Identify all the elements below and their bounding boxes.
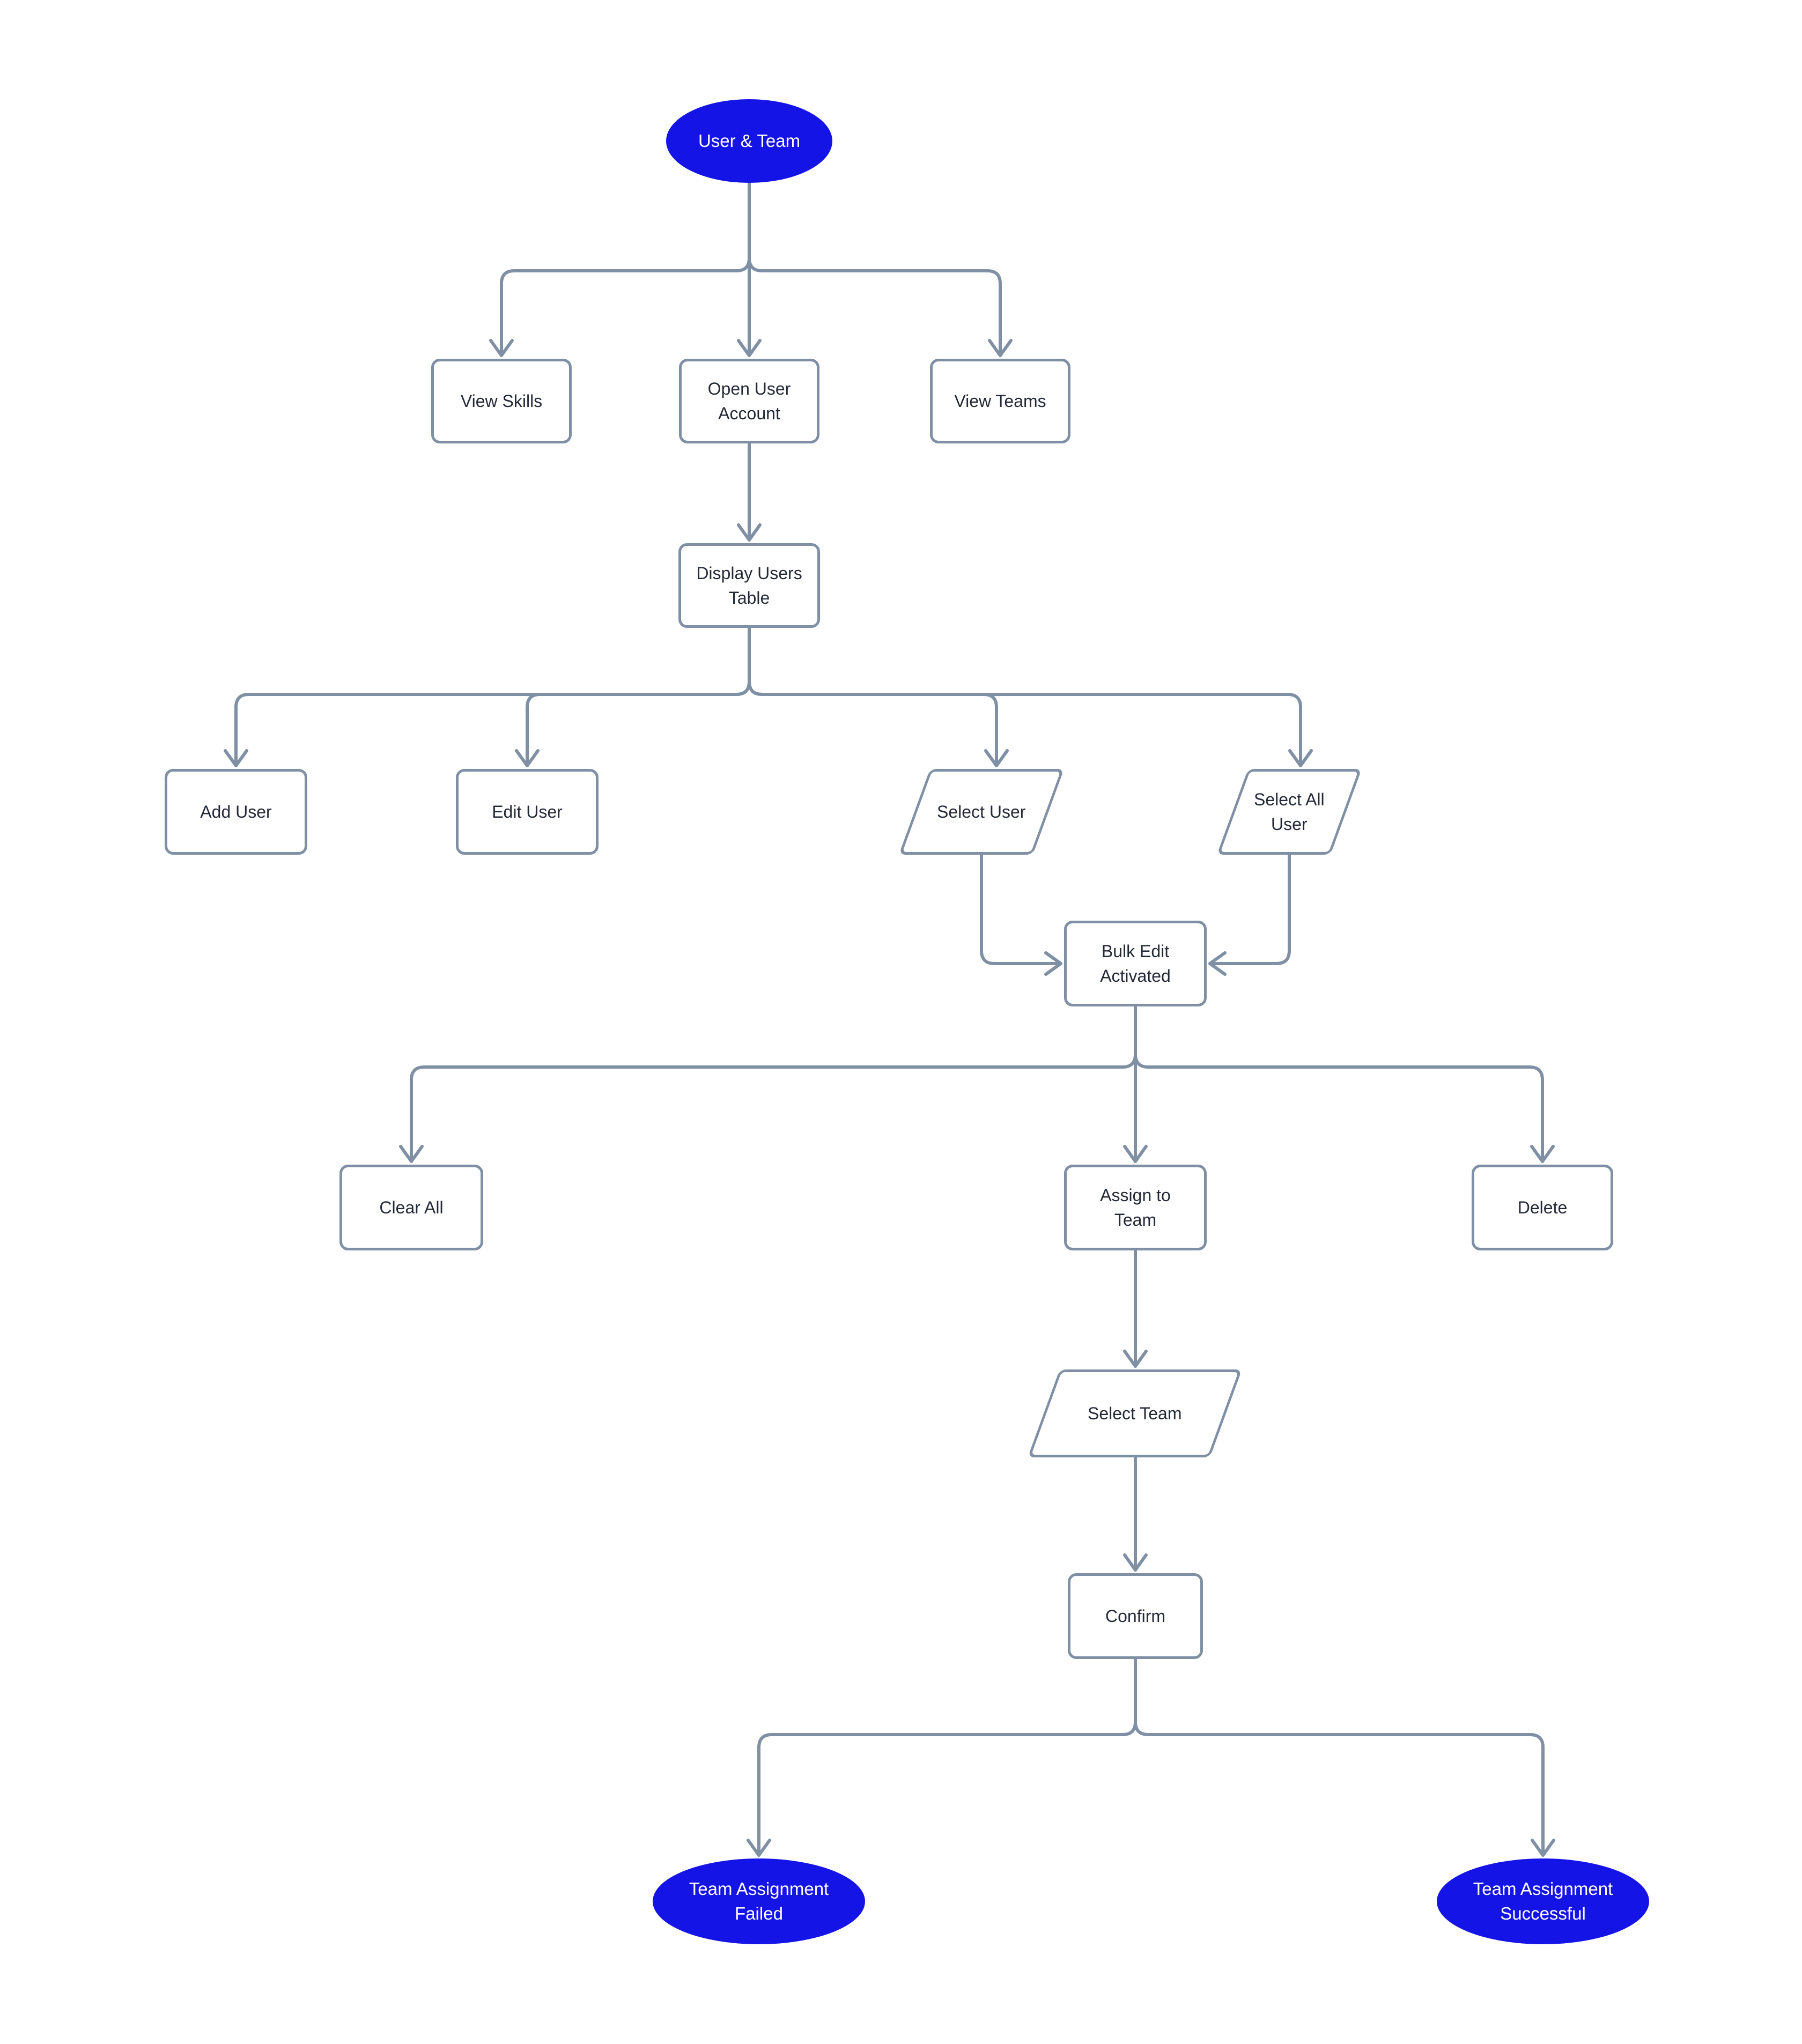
arrowhead-user-and-team-to-view-teams — [988, 339, 1013, 357]
node-label-open-user-account: Open User Account — [707, 379, 791, 423]
arrowhead-user-and-team-to-view-skills — [489, 339, 514, 357]
node-label-team-assignment-failed: Team Assignment Failed — [689, 1879, 829, 1923]
connector-select-user-to-bulk-edit-activated — [980, 853, 1062, 965]
connector-user-and-team-to-view-skills — [500, 181, 751, 357]
arrowhead-select-user-to-bulk-edit-activated — [1044, 951, 1062, 976]
arrowhead-confirm-to-team-assignment-successful — [1531, 1839, 1555, 1857]
node-label-user-and-team: User & Team — [698, 131, 801, 151]
arrowhead-bulk-edit-activated-to-clear-all — [399, 1145, 424, 1163]
node-edit-user[interactable]: Edit User — [456, 769, 599, 855]
arrowhead-display-users-table-to-edit-user — [515, 749, 540, 767]
arrowhead-assign-to-team-to-select-team — [1123, 1350, 1148, 1368]
arrowhead-display-users-table-to-add-user — [224, 749, 248, 767]
node-user-and-team[interactable]: User & Team — [666, 99, 832, 183]
node-clear-all[interactable]: Clear All — [339, 1165, 483, 1250]
node-label-display-users-table: Display Users Table — [696, 564, 802, 608]
node-bulk-edit-activated[interactable]: Bulk Edit Activated — [1064, 921, 1207, 1006]
node-label-team-assignment-successful: Team Assignment Successful — [1473, 1879, 1613, 1923]
node-label-view-teams: View Teams — [954, 391, 1046, 411]
node-open-user-account[interactable]: Open User Account — [679, 359, 819, 443]
connector-user-and-team-to-view-teams — [748, 181, 1002, 357]
node-label-add-user: Add User — [200, 802, 272, 821]
node-label-clear-all: Clear All — [379, 1198, 444, 1217]
connector-display-users-table-to-select-user — [748, 626, 998, 767]
node-confirm[interactable]: Confirm — [1068, 1573, 1203, 1659]
arrowhead-open-user-account-to-display-users-table — [737, 523, 762, 542]
arrowhead-user-and-team-to-open-user-account — [737, 339, 762, 357]
node-label-select-team: Select Team — [1088, 1404, 1182, 1423]
node-display-users-table[interactable]: Display Users Table — [678, 543, 820, 628]
node-team-assignment-successful[interactable]: Team Assignment Successful — [1437, 1858, 1649, 1944]
connector-bulk-edit-activated-to-delete — [1134, 1005, 1544, 1163]
connector-display-users-table-to-select-all-user — [748, 626, 1302, 767]
connector-bulk-edit-activated-to-clear-all — [410, 1005, 1137, 1163]
node-label-confirm: Confirm — [1105, 1606, 1165, 1626]
node-add-user[interactable]: Add User — [165, 769, 307, 855]
node-label-bulk-edit-activated: Bulk Edit Activated — [1100, 942, 1171, 986]
arrowhead-confirm-to-team-assignment-failed — [747, 1839, 771, 1857]
node-label-view-skills: View Skills — [460, 391, 543, 411]
arrowhead-display-users-table-to-select-all-user — [1288, 749, 1313, 767]
connector-select-all-user-to-bulk-edit-activated — [1208, 853, 1291, 965]
node-delete[interactable]: Delete — [1472, 1165, 1613, 1250]
arrowhead-bulk-edit-activated-to-delete — [1530, 1145, 1555, 1163]
node-view-skills[interactable]: View Skills — [431, 359, 572, 443]
connector-confirm-to-team-assignment-successful — [1134, 1657, 1545, 1857]
node-label-edit-user: Edit User — [492, 802, 563, 821]
arrowhead-bulk-edit-activated-to-assign-to-team — [1123, 1145, 1148, 1163]
node-view-teams[interactable]: View Teams — [930, 359, 1070, 443]
node-label-assign-to-team: Assign to Team — [1100, 1186, 1171, 1230]
connector-display-users-table-to-edit-user — [526, 626, 751, 767]
node-label-delete: Delete — [1517, 1198, 1568, 1217]
connector-confirm-to-team-assignment-failed — [757, 1657, 1137, 1857]
node-label-select-all-user: Select All User — [1254, 790, 1325, 834]
node-assign-to-team[interactable]: Assign to Team — [1064, 1165, 1207, 1250]
node-select-team[interactable]: Select Team — [1028, 1369, 1242, 1457]
arrowhead-display-users-table-to-select-user — [984, 749, 1009, 767]
arrowhead-select-all-user-to-bulk-edit-activated — [1208, 951, 1227, 976]
arrowhead-select-team-to-confirm — [1123, 1553, 1148, 1572]
node-label-select-user: Select User — [937, 802, 1026, 821]
connector-display-users-table-to-add-user — [234, 626, 751, 767]
node-team-assignment-failed[interactable]: Team Assignment Failed — [653, 1858, 865, 1944]
